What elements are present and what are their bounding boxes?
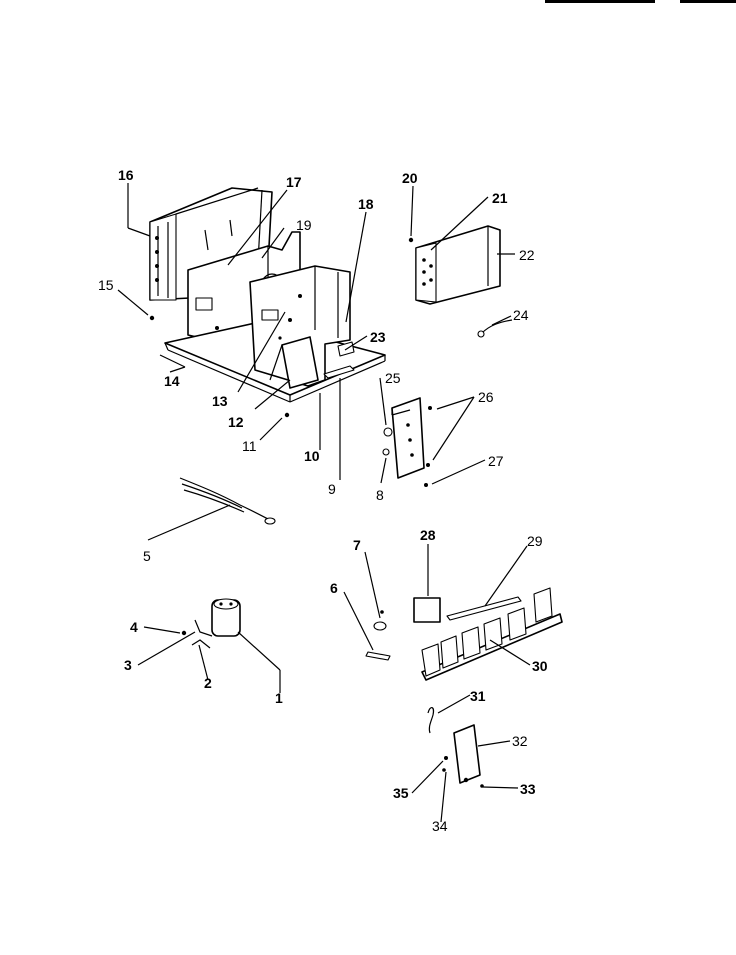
control-knob-part	[413, 597, 441, 623]
callout-3: 3	[124, 657, 132, 673]
power-cord-part	[179, 477, 276, 525]
evaporator-coil-part	[415, 225, 501, 305]
leader-lines	[117, 183, 531, 823]
callout-25: 25	[385, 370, 401, 386]
callout-15: 15	[98, 277, 114, 293]
callout-8: 8	[376, 487, 384, 503]
partition-panel-part	[249, 265, 351, 387]
louver-assembly-part	[421, 587, 563, 681]
callout-4: 4	[130, 619, 138, 635]
callout-30: 30	[532, 658, 548, 674]
capacitor-part	[211, 598, 241, 637]
callout-labels: 16 17 19 18 20 21 22 24 23 15 14 13 12 1…	[98, 167, 548, 834]
callout-12: 12	[228, 414, 244, 430]
callout-2: 2	[204, 675, 212, 691]
screw-part-11	[284, 412, 290, 418]
callout-24: 24	[513, 307, 529, 323]
callout-14: 14	[164, 373, 180, 389]
callout-1: 1	[275, 690, 283, 706]
screw-part-4	[181, 630, 187, 636]
motor-mount-part	[269, 336, 319, 389]
screw-part-15	[149, 315, 155, 321]
callout-22: 22	[519, 247, 535, 263]
screw-part-20	[408, 237, 414, 243]
switch-lever-part	[365, 610, 391, 661]
callout-19: 19	[296, 217, 312, 233]
cover-plate-part	[453, 724, 481, 784]
louver-rod-part	[446, 596, 522, 621]
header-rule-right	[680, 0, 736, 3]
callout-23: 23	[370, 329, 386, 345]
capacitor-bracket-part	[191, 619, 213, 649]
fastener-parts	[442, 756, 484, 788]
callout-28: 28	[420, 527, 436, 543]
callout-5: 5	[143, 548, 151, 564]
callout-27: 27	[488, 453, 504, 469]
callout-33: 33	[520, 781, 536, 797]
callout-9: 9	[328, 481, 336, 497]
spring-part	[427, 707, 435, 734]
callout-10: 10	[304, 448, 320, 464]
callout-31: 31	[470, 688, 486, 704]
callout-35: 35	[393, 785, 409, 801]
callout-16: 16	[118, 167, 134, 183]
callout-32: 32	[512, 733, 528, 749]
callout-13: 13	[212, 393, 228, 409]
callout-6: 6	[330, 580, 338, 596]
callout-17: 17	[286, 174, 302, 190]
callout-7: 7	[353, 537, 361, 553]
callout-18: 18	[358, 196, 374, 212]
thermostat-sensor-part	[477, 319, 513, 338]
callout-29: 29	[527, 533, 543, 549]
callout-20: 20	[402, 170, 418, 186]
callout-26: 26	[478, 389, 494, 405]
callout-21: 21	[492, 190, 508, 206]
header-rule-left	[545, 0, 655, 3]
control-bracket-part	[382, 397, 432, 487]
callout-11: 11	[242, 438, 257, 454]
callout-34: 34	[432, 818, 448, 834]
